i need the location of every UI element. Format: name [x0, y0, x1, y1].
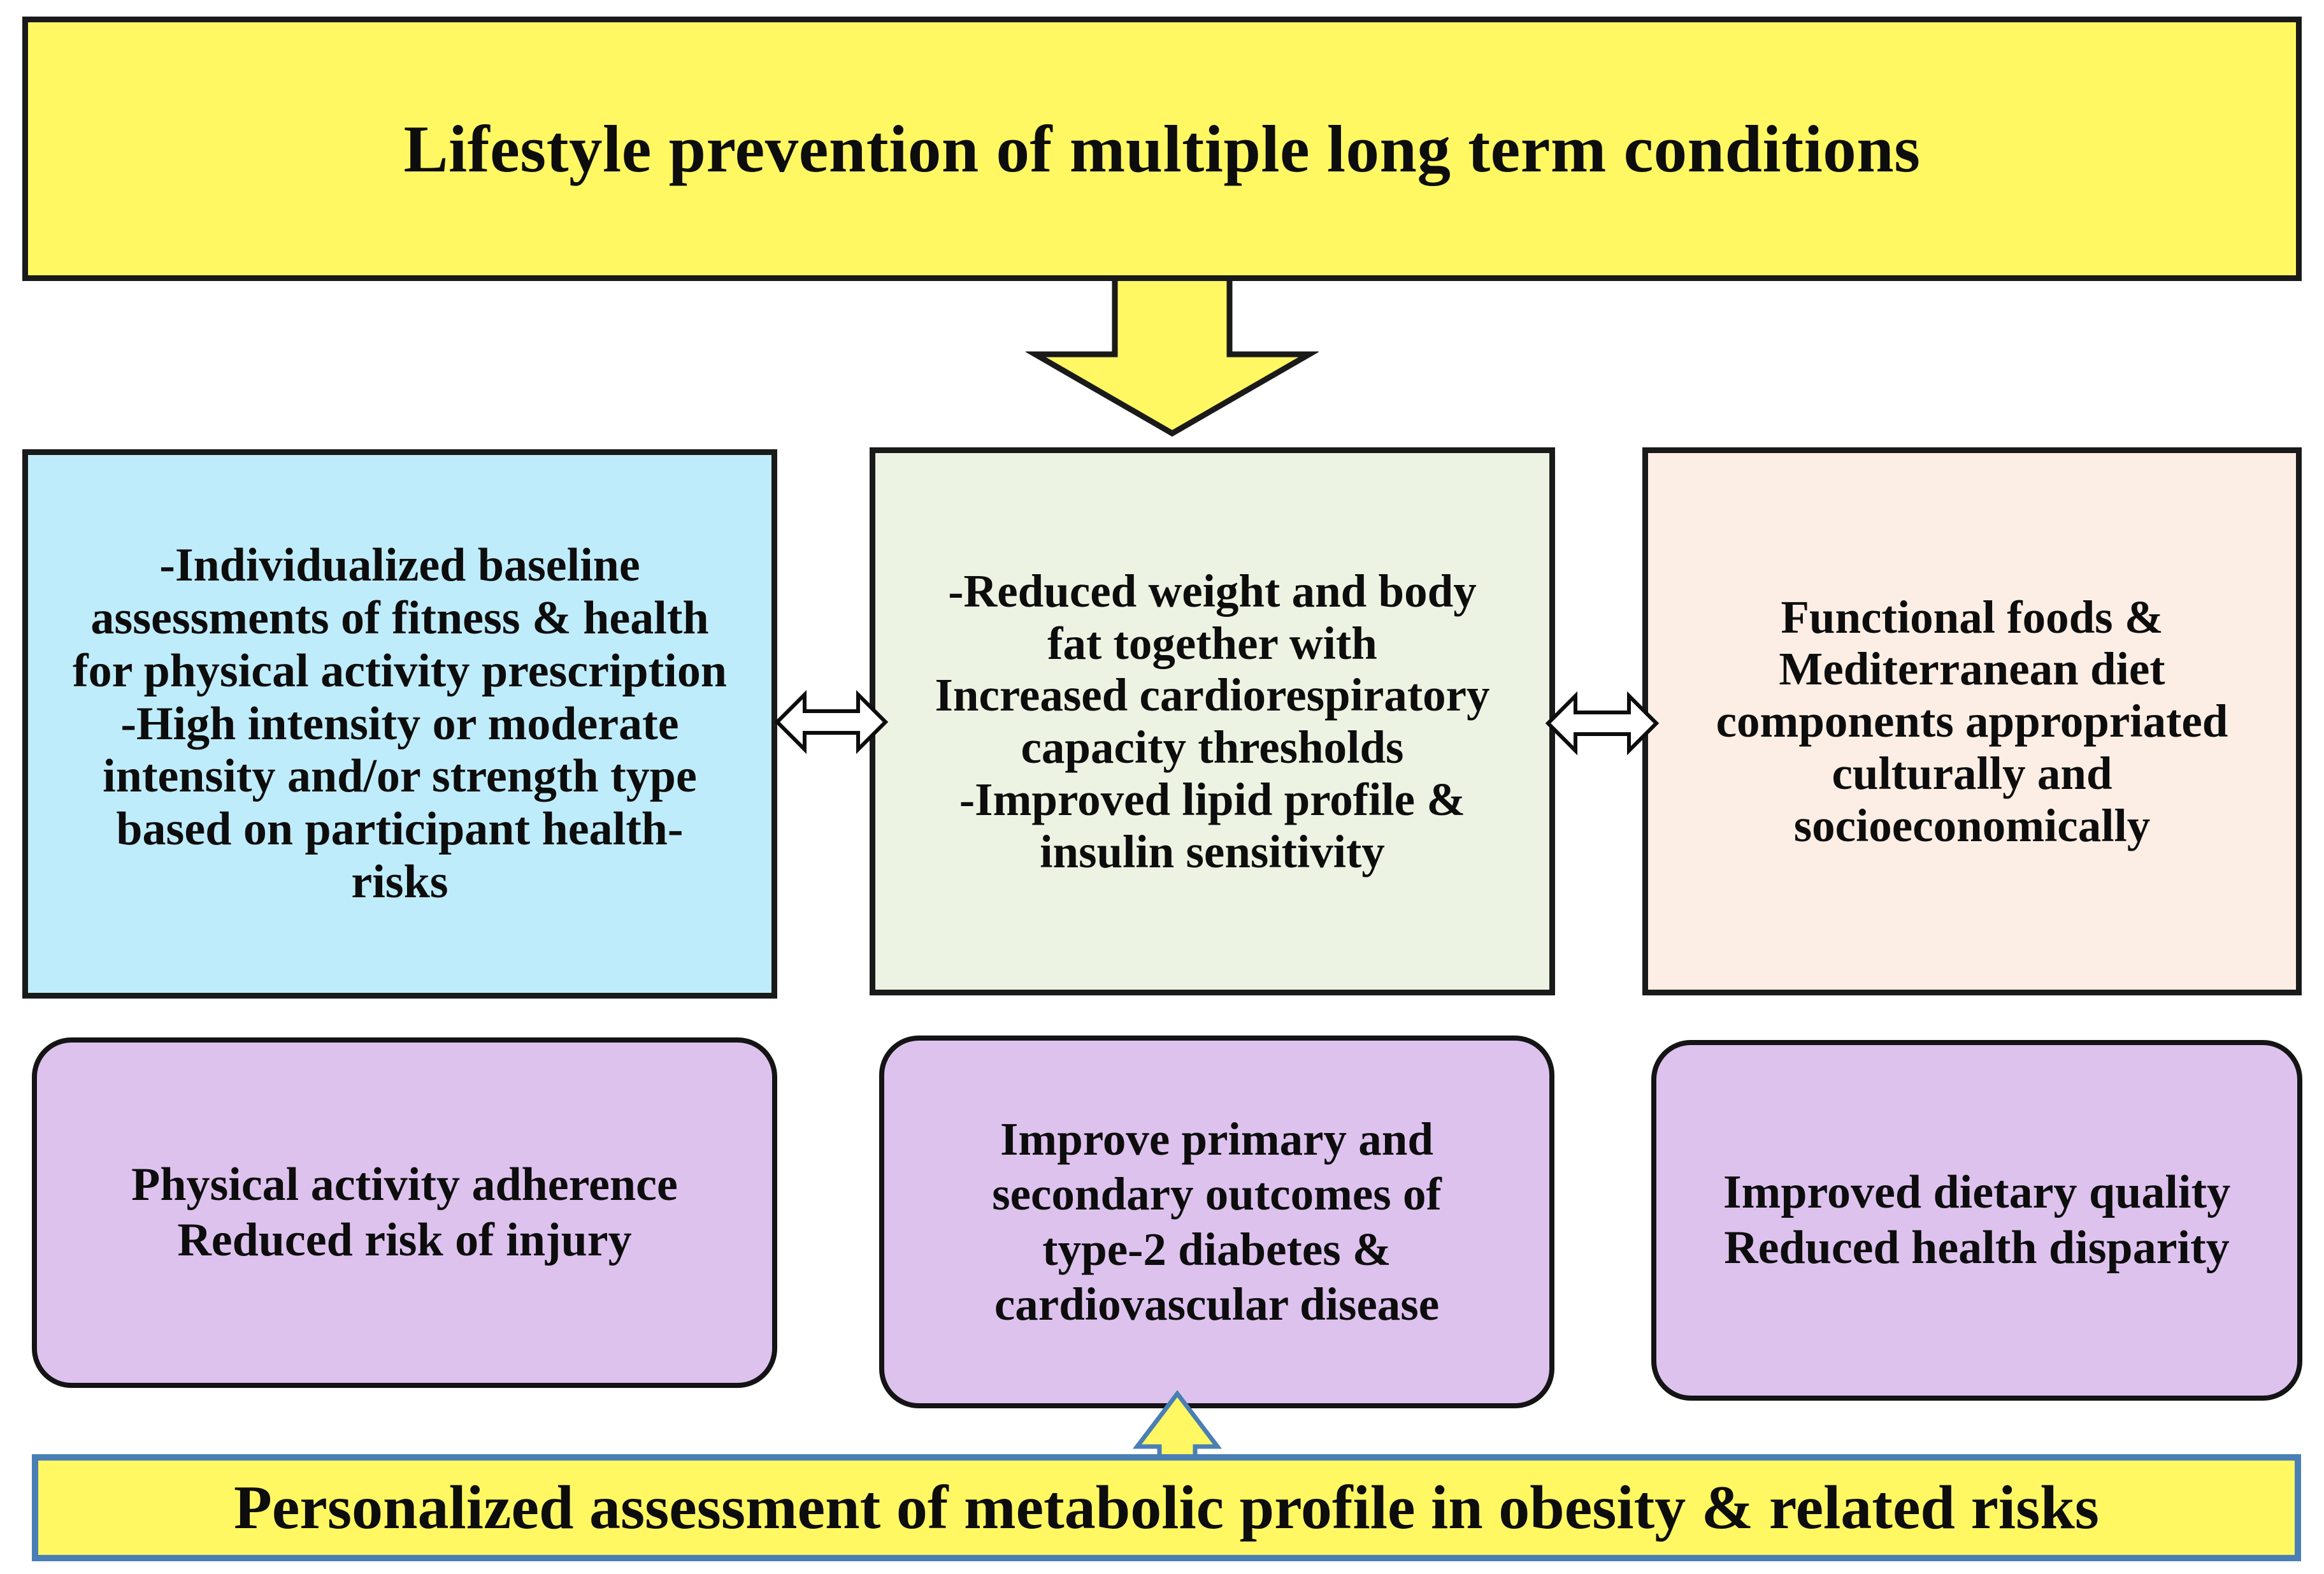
- physiological-outcomes-box: -Reduced weight and body fat together wi…: [870, 447, 1555, 995]
- physiological-outcomes-text: -Reduced weight and body fat together wi…: [935, 565, 1490, 877]
- nutrition-components-box: Functional foods & Mediterranean diet co…: [1642, 447, 2302, 995]
- exercise-prescription-text: -Individualized baseline assessments of …: [72, 538, 728, 909]
- dietary-outcomes-box: Improved dietary quality Reduced health …: [1651, 1040, 2302, 1401]
- bottom-banner-title: Personalized assessment of metabolic pro…: [234, 1473, 2099, 1542]
- clinical-outcomes-text: Improve primary and secondary outcomes o…: [992, 1113, 1442, 1330]
- clinical-outcomes-box: Improve primary and secondary outcomes o…: [879, 1036, 1554, 1408]
- physical-activity-outcomes-text: Physical activity adherence Reduced risk…: [131, 1158, 678, 1266]
- exercise-prescription-box: -Individualized baseline assessments of …: [22, 449, 777, 999]
- top-banner: Lifestyle prevention of multiple long te…: [22, 17, 2302, 281]
- top-banner-title: Lifestyle prevention of multiple long te…: [403, 111, 1921, 186]
- dietary-outcomes-text: Improved dietary quality Reduced health …: [1723, 1166, 2231, 1274]
- double-headed-arrow-icon-right: [1545, 688, 1660, 758]
- down-arrow-icon: [1026, 273, 1319, 438]
- double-headed-arrow-icon-left: [774, 687, 889, 757]
- bottom-banner: Personalized assessment of metabolic pro…: [32, 1454, 2301, 1561]
- physical-activity-outcomes-box: Physical activity adherence Reduced risk…: [32, 1037, 777, 1388]
- nutrition-components-text: Functional foods & Mediterranean diet co…: [1716, 591, 2228, 851]
